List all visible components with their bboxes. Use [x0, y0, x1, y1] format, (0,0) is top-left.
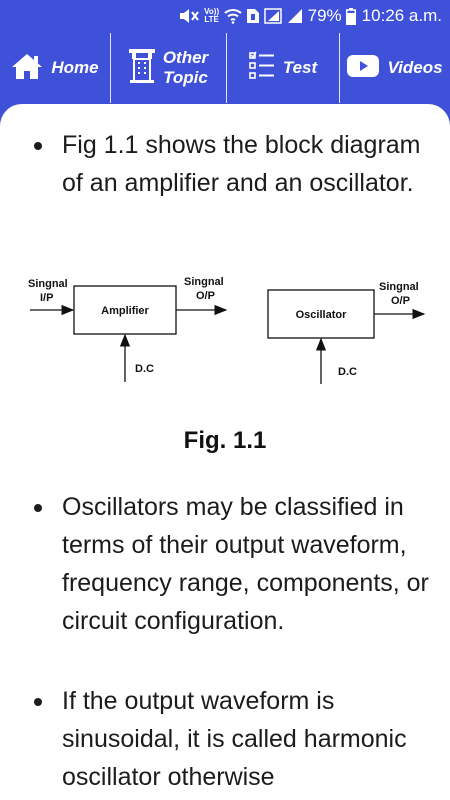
signal-icon-1 — [263, 8, 282, 24]
nav-other-line1: Other — [162, 48, 209, 67]
figure-caption: Fig. 1.1 — [183, 427, 267, 454]
top-nav: Home Other Topic Test Videos — [0, 32, 450, 104]
nav-test[interactable]: Test — [227, 32, 339, 104]
wifi-icon — [223, 8, 242, 24]
nav-divider — [110, 33, 111, 103]
nav-home[interactable]: Home — [0, 32, 110, 104]
nav-test-label: Test — [282, 58, 318, 77]
bullet-dot — [34, 142, 42, 150]
amp-output-label-2: O/P — [196, 290, 215, 302]
nav-other-line2: Topic — [163, 68, 208, 87]
nav-other-topic-label: Other Topic — [163, 48, 208, 88]
nav-divider — [339, 33, 340, 103]
block-diagram: Singnal I/P Amplifier Singnal O/P D.C Os… — [28, 276, 426, 384]
amplifier-label: Amplifier — [101, 305, 149, 317]
bullet-text-2: Oscillators may be classified in terms o… — [62, 493, 429, 635]
status-bar: Vo)) LTE 79% 10:26 a.m. — [0, 0, 450, 32]
bullet-item-2: Oscillators may be classified in terms o… — [34, 488, 434, 640]
osc-dc-label: D.C — [338, 366, 357, 378]
amp-input-label-2: I/P — [40, 292, 53, 304]
youtube-icon — [347, 54, 380, 82]
bullet-dot — [34, 504, 42, 512]
nav-videos-label: Videos — [387, 58, 443, 77]
bullet-text-3: If the output waveform is sinusoidal, it… — [62, 687, 407, 791]
osc-output-label-1: Singnal — [379, 281, 419, 293]
bullet-text-1: Fig 1.1 shows the block diagram of an am… — [62, 131, 421, 197]
battery-icon — [345, 7, 356, 25]
osc-output-label-2: O/P — [391, 295, 410, 307]
bullet-dot — [34, 698, 42, 706]
amp-output-label-1: Singnal — [184, 276, 224, 288]
nav-videos[interactable]: Videos — [340, 32, 450, 104]
volte-indicator: Vo)) LTE — [204, 7, 220, 24]
sim-card-icon — [246, 8, 260, 24]
mute-icon — [178, 8, 200, 24]
bullet-item-1: Fig 1.1 shows the block diagram of an am… — [34, 126, 434, 202]
amp-dc-label: D.C — [135, 363, 154, 375]
home-icon — [11, 52, 43, 85]
clock: 10:26 a.m. — [361, 6, 442, 25]
oscillator-label: Oscillator — [296, 309, 347, 321]
amp-input-label-1: Singnal — [28, 278, 68, 290]
signal-icon-2 — [286, 8, 304, 24]
building-icon — [128, 48, 155, 88]
bullet-item-3: If the output waveform is sinusoidal, it… — [34, 682, 434, 796]
content-card: Fig 1.1 shows the block diagram of an am… — [0, 104, 450, 800]
checklist-icon — [249, 51, 275, 86]
nav-home-label: Home — [51, 58, 99, 77]
battery-percent: 79% — [307, 6, 342, 25]
nav-other-topic[interactable]: Other Topic — [111, 32, 226, 104]
nav-divider — [226, 33, 227, 103]
